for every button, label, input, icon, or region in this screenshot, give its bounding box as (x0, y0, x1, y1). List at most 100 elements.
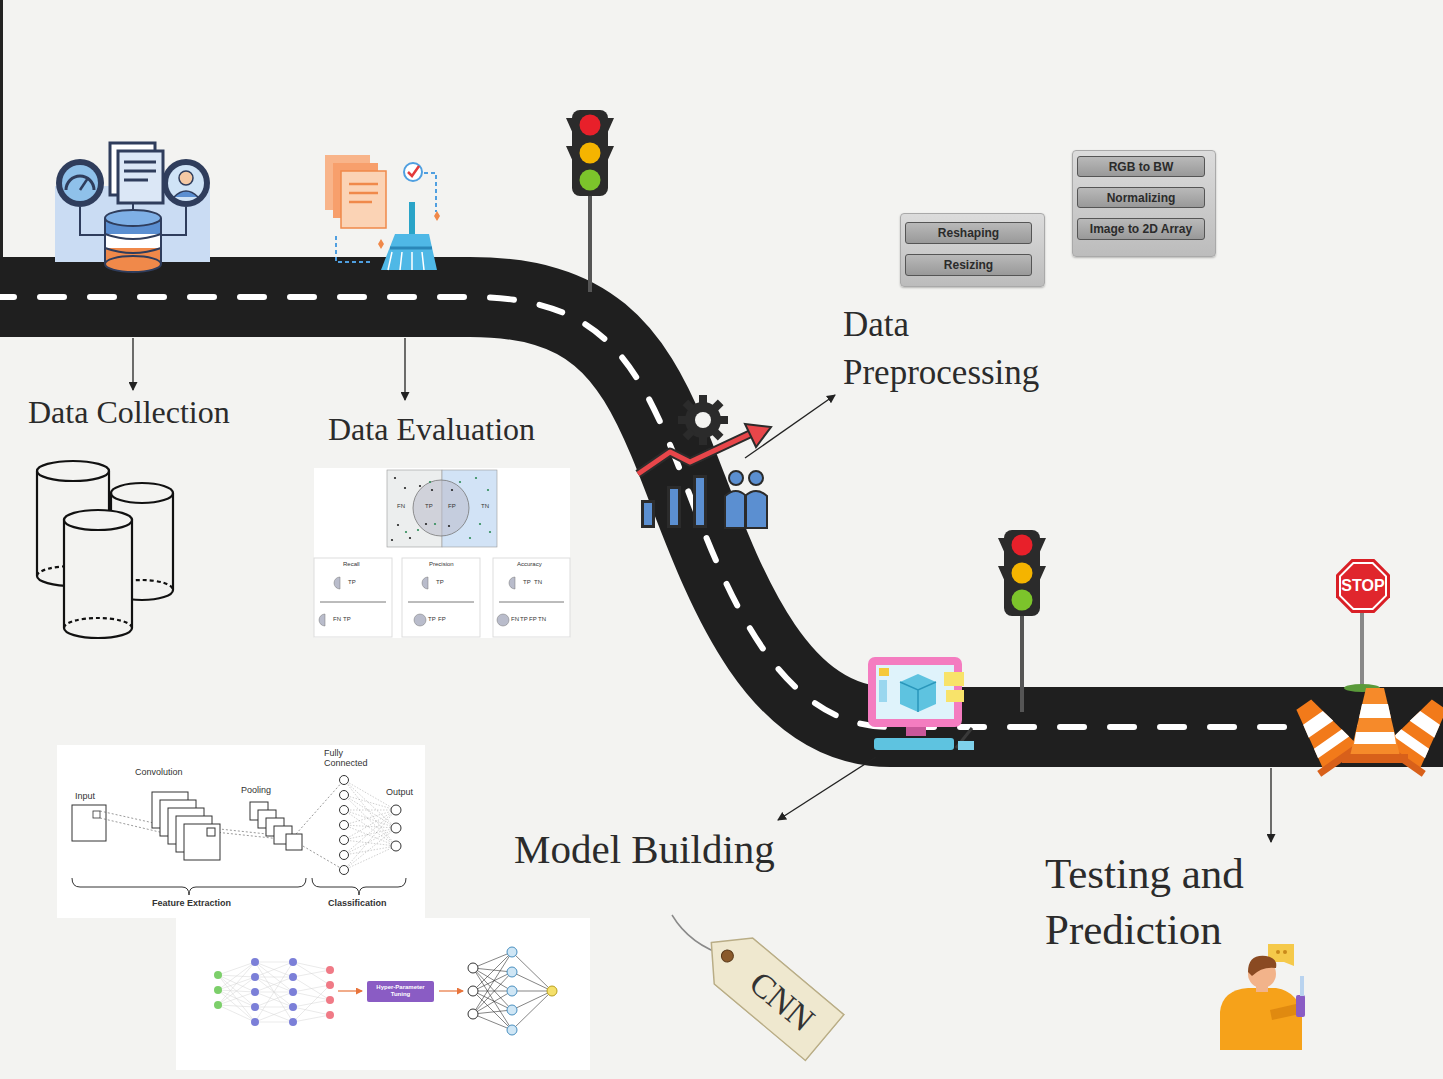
growth-icon (682, 399, 695, 412)
tuning-figure (251, 1003, 259, 1011)
growth-icon (638, 395, 771, 528)
computer-icon (944, 672, 964, 686)
cnn-figure (340, 776, 349, 785)
cnn-figure (340, 836, 349, 845)
tuning-figure (507, 967, 517, 977)
growth-icon (696, 478, 704, 525)
confusion-figure (425, 523, 427, 525)
database-cylinders (64, 520, 132, 638)
option-button: Normalizing (1077, 187, 1205, 208)
stage-label: Data Evaluation (328, 411, 535, 448)
confusion-figure (493, 558, 570, 637)
data-collection-icon (55, 143, 210, 272)
computer-icon (958, 741, 974, 750)
tuning-figure (468, 963, 478, 1019)
tuning-figure (473, 952, 512, 1030)
node-text: RGB to BW (1109, 160, 1174, 174)
cnn-figure (340, 866, 349, 875)
person-icon (1300, 976, 1304, 996)
confusion-figure (409, 537, 411, 539)
cnn-figure (152, 792, 302, 860)
confusion-figure (319, 577, 515, 626)
computer-icon (879, 680, 887, 702)
database-cylinders (37, 461, 173, 638)
stage-label: Testing and Prediction (1045, 846, 1295, 958)
road (0, 297, 1443, 727)
node-outline (719, 947, 736, 964)
tuning-figure (326, 1011, 334, 1019)
confusion-figure (408, 602, 474, 603)
data-collection-icon (162, 159, 210, 207)
computer-icon (900, 674, 936, 712)
data-collection-icon (168, 165, 204, 201)
tuning-figure (289, 958, 297, 966)
tuning-figure (507, 986, 517, 996)
tuning-figure (176, 918, 590, 1070)
traffic-light (580, 115, 601, 136)
confusion-figure (497, 614, 509, 626)
traffic-light (1012, 563, 1033, 584)
database-cylinders (36, 471, 38, 576)
edge-rule (0, 0, 3, 258)
cnn-figure (207, 828, 215, 836)
figure-label: Output (386, 787, 413, 797)
data-evaluation-icon (404, 163, 422, 181)
cnn-figure (296, 842, 344, 870)
figure-label: FN (511, 616, 519, 623)
figure-label: Convolution (135, 767, 183, 777)
data-evaluation-icon (349, 192, 378, 195)
confusion-figure (479, 523, 481, 525)
cnn-figure (391, 805, 401, 815)
database-cylinders (64, 510, 132, 530)
figure-label: TP (343, 616, 351, 623)
tuning-figure (547, 986, 557, 996)
growth-icon (699, 435, 707, 445)
tuning-figure (468, 1009, 478, 1019)
tuning-figure (326, 981, 334, 989)
database-cylinders (172, 493, 174, 590)
data-evaluation-icon (424, 173, 436, 212)
data-evaluation-icon (408, 166, 419, 176)
traffic-cones (1394, 707, 1443, 758)
traffic-light (580, 170, 601, 191)
data-evaluation-icon (341, 171, 386, 228)
stage-label: Data Preprocessing (843, 301, 1083, 397)
traffic-light (998, 530, 1046, 712)
data-evaluation-icon (349, 201, 372, 204)
traffic-cones (1354, 704, 1396, 744)
cnn-figure (72, 805, 106, 841)
tuning-figure (214, 1001, 222, 1009)
cnn-figure (93, 811, 100, 818)
node-text: Image to 2D Array (1090, 222, 1192, 236)
computer-icon (900, 682, 936, 712)
data-collection-icon (162, 207, 186, 235)
road (0, 297, 1443, 727)
tuning-figure (218, 962, 255, 1022)
option-button: Reshaping (905, 222, 1032, 244)
tuning-figure (251, 988, 259, 996)
figure-label: Input (75, 791, 95, 801)
computer-icon (879, 668, 889, 676)
traffic-cones (1282, 689, 1366, 776)
tuning-figure (338, 990, 362, 991)
person-icon (1220, 944, 1305, 1050)
data-collection-icon (62, 165, 98, 201)
figure-label: Pooling (241, 785, 271, 795)
data-evaluation-icon (381, 234, 437, 270)
figure-label: TP (520, 616, 528, 623)
data-collection-icon (124, 179, 148, 182)
label-tag: CNN (691, 918, 846, 1062)
traffic-light (588, 190, 592, 292)
cnn-figure (312, 878, 406, 895)
confusion-figure (419, 485, 421, 487)
traffic-cones (1282, 688, 1443, 777)
tuning-figure (439, 990, 463, 991)
computer-icon (874, 738, 954, 750)
data-collection-icon (104, 218, 106, 264)
growth-icon (678, 395, 728, 445)
figure-label: TP (436, 579, 444, 586)
cnn-figure (296, 780, 344, 834)
figure-label: TP (428, 616, 436, 623)
tuning-figure (293, 962, 330, 1022)
growth-icon (641, 500, 655, 528)
